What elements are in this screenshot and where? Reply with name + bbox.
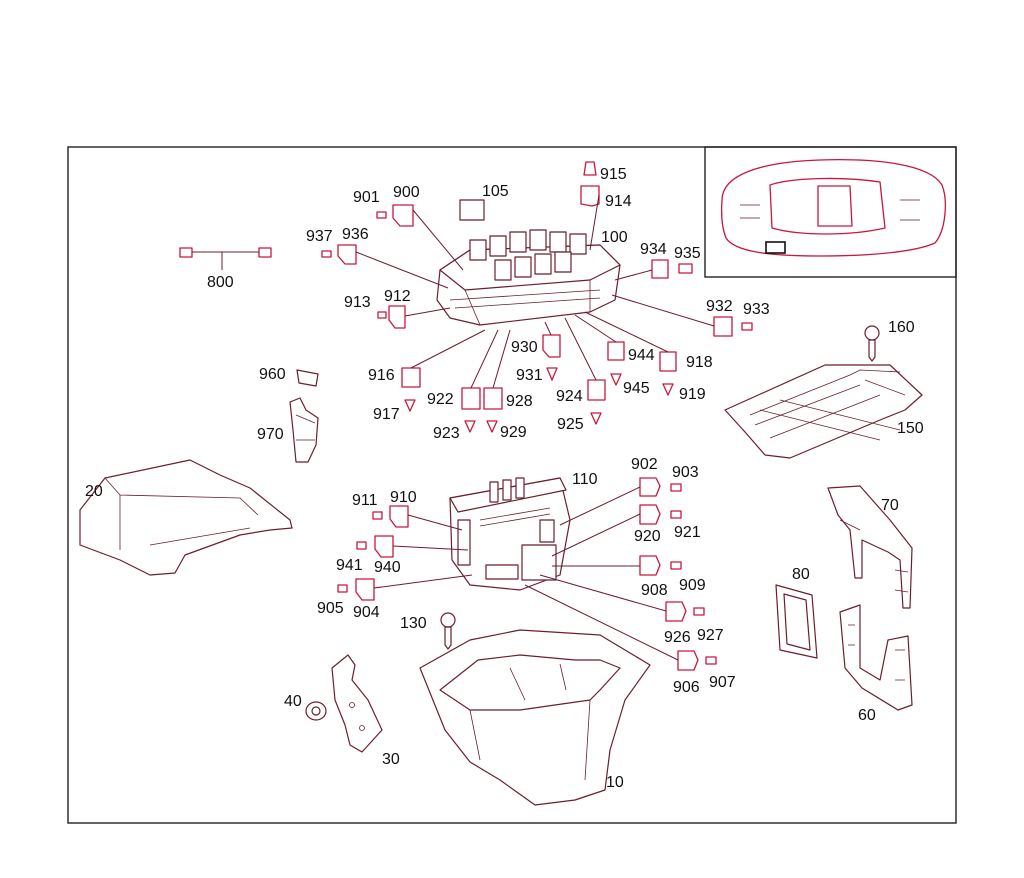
label-900: 900 xyxy=(393,184,420,201)
part-80-gasket xyxy=(775,584,818,659)
label-30: 30 xyxy=(382,751,400,768)
label-927: 927 xyxy=(697,627,724,644)
label-924: 924 xyxy=(556,388,583,405)
label-60: 60 xyxy=(858,707,876,724)
diagram-frame xyxy=(67,146,957,824)
label-909: 909 xyxy=(679,577,706,594)
part-105-relay xyxy=(459,199,485,221)
label-20: 20 xyxy=(85,483,103,500)
label-937: 937 xyxy=(306,228,333,245)
label-913: 913 xyxy=(344,294,371,311)
part-800-cable xyxy=(179,247,272,270)
label-914: 914 xyxy=(605,193,632,210)
control-module-leaders xyxy=(373,486,679,661)
label-160: 160 xyxy=(888,319,915,336)
part-960-clip xyxy=(296,369,319,387)
label-800: 800 xyxy=(207,274,234,291)
part-70-bracket xyxy=(827,485,913,609)
part-30-plate xyxy=(331,654,383,753)
label-916: 916 xyxy=(368,367,395,384)
label-150: 150 xyxy=(897,420,924,437)
label-970: 970 xyxy=(257,426,284,443)
label-912: 912 xyxy=(384,288,411,305)
part-110-control-module xyxy=(449,477,571,591)
fuse-box-leaders xyxy=(355,194,715,389)
label-901: 901 xyxy=(353,189,380,206)
part-20-cover xyxy=(79,459,293,576)
label-940: 940 xyxy=(374,559,401,576)
label-935: 935 xyxy=(674,245,701,262)
label-911: 911 xyxy=(352,492,378,509)
label-919: 919 xyxy=(679,386,706,403)
part-60-frame-bracket xyxy=(839,604,913,711)
label-915: 915 xyxy=(600,166,627,183)
part-number-labels: 800 901 900 105 915 914 937 936 100 934 … xyxy=(85,166,924,791)
label-926: 926 xyxy=(664,629,691,646)
part-10-housing xyxy=(419,629,651,806)
label-930: 930 xyxy=(511,339,538,356)
label-918: 918 xyxy=(686,354,713,371)
part-160-screw xyxy=(864,325,880,362)
label-80: 80 xyxy=(792,566,810,583)
label-906: 906 xyxy=(673,679,700,696)
label-928: 928 xyxy=(506,393,533,410)
label-105: 105 xyxy=(482,183,509,200)
label-931: 931 xyxy=(516,367,543,384)
label-100: 100 xyxy=(601,229,628,246)
label-920: 920 xyxy=(634,528,661,545)
label-923: 923 xyxy=(433,425,460,442)
part-40-grommet xyxy=(305,701,327,721)
label-917: 917 xyxy=(373,406,400,423)
label-907: 907 xyxy=(709,674,736,691)
label-110: 110 xyxy=(572,471,598,488)
label-70: 70 xyxy=(881,497,899,514)
label-40: 40 xyxy=(284,693,302,710)
connectors-control-module xyxy=(337,477,717,671)
label-905: 905 xyxy=(317,600,344,617)
label-921: 921 xyxy=(674,524,701,541)
part-130-screw xyxy=(440,612,456,650)
label-945: 945 xyxy=(623,380,650,397)
vehicle-locator-inset xyxy=(704,146,957,278)
label-932: 932 xyxy=(706,298,733,315)
label-922: 922 xyxy=(427,391,454,408)
label-934: 934 xyxy=(640,241,667,258)
label-903: 903 xyxy=(672,464,699,481)
label-936: 936 xyxy=(342,226,369,243)
label-925: 925 xyxy=(557,416,584,433)
label-902: 902 xyxy=(631,456,658,473)
location-marker xyxy=(765,241,786,254)
label-960: 960 xyxy=(259,366,286,383)
label-944: 944 xyxy=(628,347,655,364)
label-908: 908 xyxy=(641,582,668,599)
label-910: 910 xyxy=(390,489,417,506)
label-130: 130 xyxy=(400,615,427,632)
label-933: 933 xyxy=(743,301,770,318)
part-150-tray xyxy=(724,364,923,459)
connectors-fuse-box xyxy=(321,161,753,433)
part-970-holder xyxy=(289,397,319,463)
part-100-fuse-relay-box xyxy=(436,229,621,326)
label-941: 941 xyxy=(336,557,363,574)
label-904: 904 xyxy=(353,604,380,621)
label-929: 929 xyxy=(500,424,527,441)
label-10: 10 xyxy=(606,774,624,791)
